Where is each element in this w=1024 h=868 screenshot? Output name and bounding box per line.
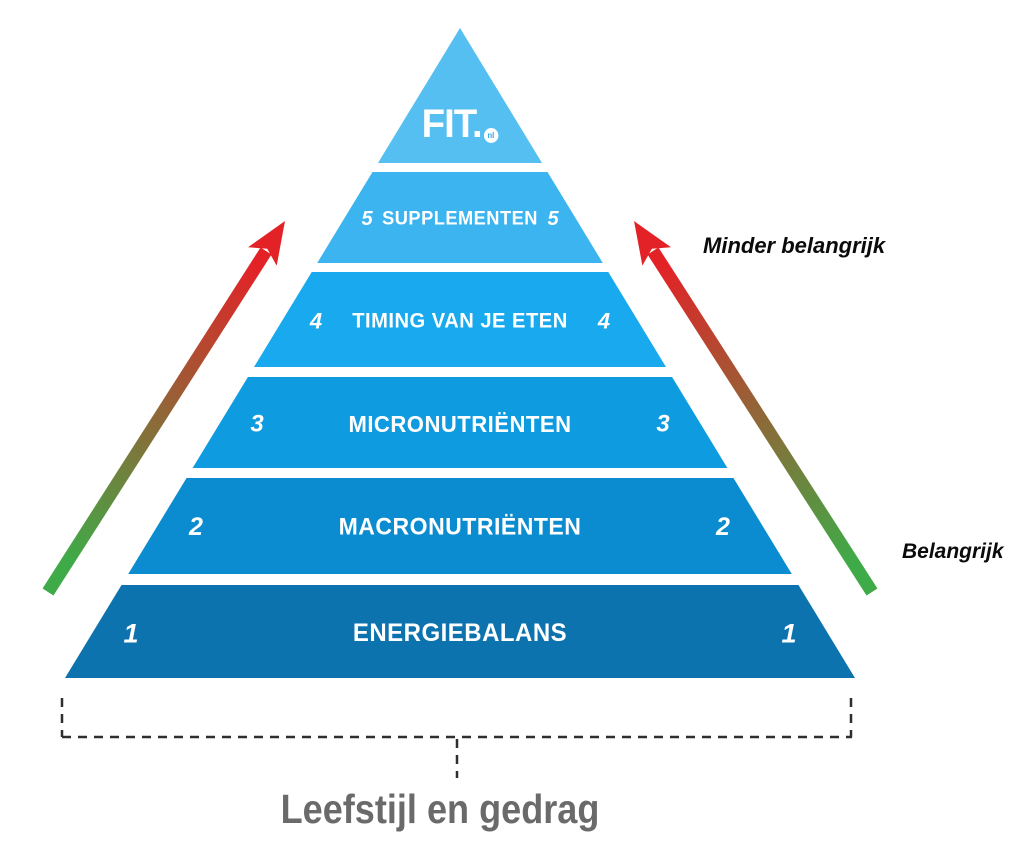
base-bracket [60, 698, 853, 778]
level-5-number-right: 5 [547, 207, 559, 230]
level-2-number-right: 2 [716, 513, 730, 542]
level-4-label: TIMING VAN JE ETEN [352, 308, 568, 332]
level-5-label: SUPPLEMENTEN [382, 207, 538, 229]
level-1-number-right: 1 [781, 617, 797, 648]
level-1-number-left: 1 [123, 617, 139, 648]
pyramid-top-segment: FIT. nl [65, 28, 855, 163]
pyramid-level-timing: 4 TIMING VAN JE ETEN 4 [65, 272, 855, 367]
annotation-minder-belangrijk: Minder belangrijk [703, 233, 886, 258]
pyramid-level-micronutrienten: 3 MICRONUTRIËNTEN 3 [65, 377, 855, 468]
level-5-number-left: 5 [361, 207, 373, 230]
level-3-number-right: 3 [656, 410, 670, 438]
base-label-leefstijl-en-gedrag: Leefstijl en gedrag [280, 786, 600, 832]
level-4-number-left: 4 [309, 308, 323, 334]
pyramid-level-macronutrienten: 2 MACRONUTRIËNTEN 2 [65, 478, 855, 574]
level-2-label: MACRONUTRIËNTEN [338, 513, 582, 541]
left-arrow-head [248, 221, 285, 266]
fit-logo: FIT. nl [421, 102, 499, 163]
level-3-label: MICRONUTRIËNTEN [348, 410, 572, 437]
fit-logo-nl-badge: nl [483, 128, 499, 143]
pyramid: FIT. nl 5 SUPPLEMENTEN 5 4 TIMING VAN JE… [65, 28, 855, 678]
level-4-number-right: 4 [597, 308, 611, 334]
pyramid-level-energiebalans: 1 ENERGIEBALANS 1 [65, 585, 855, 678]
annotation-belangrijk: Belangrijk [902, 540, 1004, 563]
level-1-label: ENERGIEBALANS [352, 618, 568, 647]
fit-logo-text: FIT. [421, 102, 483, 146]
right-arrow-head [634, 221, 671, 266]
